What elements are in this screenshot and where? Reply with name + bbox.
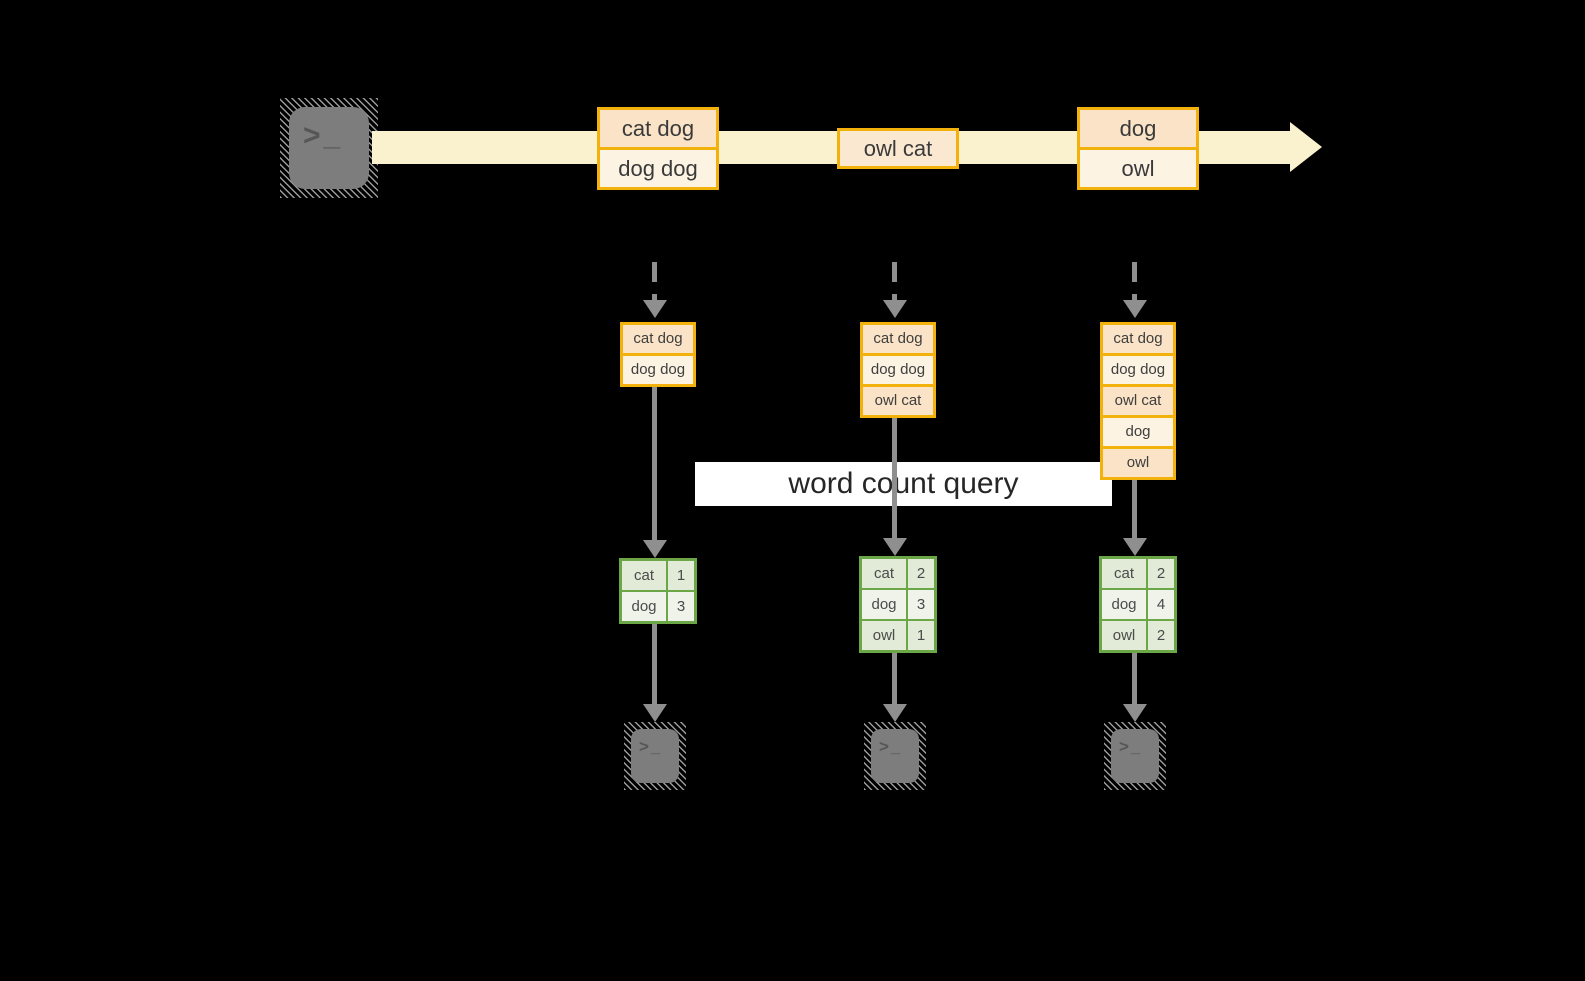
down-arrowhead-icon (1123, 704, 1147, 722)
count-cell: 2 (1148, 559, 1174, 588)
down-arrowhead-icon (643, 300, 667, 318)
terminal-prompt-icon: >_ (879, 737, 903, 756)
arrow-line (892, 653, 897, 704)
down-arrowhead-icon (883, 300, 907, 318)
word-cell: cat (862, 559, 906, 588)
word-cell: cat (622, 561, 666, 590)
down-arrowhead-icon (1123, 538, 1147, 556)
down-arrowhead-icon (643, 704, 667, 722)
arrow-line (652, 387, 657, 540)
terminal-prompt-icon: >_ (639, 737, 663, 756)
count-cell: 3 (668, 592, 694, 621)
stream-record-2: owl cat (837, 128, 959, 169)
terminal-prompt-icon: >_ (1119, 737, 1143, 756)
buffer-line: cat dog (623, 325, 693, 353)
record-line: owl cat (840, 131, 956, 166)
output-terminal-icon: >_ (1104, 722, 1166, 790)
buffer-line: owl cat (863, 387, 933, 415)
word-cell: dog (1102, 590, 1146, 619)
count-cell: 4 (1148, 590, 1174, 619)
record-line: dog dog (600, 150, 716, 187)
count-table-3: cat 2 dog 4 owl 2 (1099, 556, 1177, 653)
buffer-line: owl cat (1103, 387, 1173, 415)
buffer-line: dog dog (863, 356, 933, 384)
terminal-screen: >_ (871, 729, 919, 783)
record-line: cat dog (600, 110, 716, 147)
table-row: dog 4 (1102, 590, 1174, 619)
arrow-line (1132, 653, 1137, 704)
terminal-screen: >_ (631, 729, 679, 783)
stream-arrowhead-icon (1290, 122, 1322, 172)
buffer-line: dog dog (1103, 356, 1173, 384)
dashed-arrow-line (892, 262, 897, 300)
buffer-line: dog (1103, 418, 1173, 446)
count-table-1: cat 1 dog 3 (619, 558, 697, 624)
down-arrowhead-icon (883, 704, 907, 722)
table-row: cat 2 (862, 559, 934, 588)
down-arrowhead-icon (643, 540, 667, 558)
terminal-prompt-icon: >_ (303, 119, 344, 152)
terminal-screen: >_ (1111, 729, 1159, 783)
source-terminal-icon: >_ (280, 98, 378, 198)
buffer-line: dog dog (623, 356, 693, 384)
query-label: word count query (695, 462, 1112, 506)
word-cell: dog (862, 590, 906, 619)
record-line: owl (1080, 150, 1196, 187)
table-row: dog 3 (862, 590, 934, 619)
down-arrowhead-icon (883, 538, 907, 556)
output-terminal-icon: >_ (624, 722, 686, 790)
output-terminal-icon: >_ (864, 722, 926, 790)
word-cell: owl (1102, 621, 1146, 650)
table-row: dog 3 (622, 592, 694, 621)
count-table-2: cat 2 dog 3 owl 1 (859, 556, 937, 653)
table-row: owl 2 (1102, 621, 1174, 650)
table-row: owl 1 (862, 621, 934, 650)
word-cell: cat (1102, 559, 1146, 588)
dashed-arrow-line (652, 262, 657, 300)
record-buffer-3: cat dog dog dog owl cat dog owl (1100, 322, 1176, 480)
arrow-line (1132, 480, 1137, 538)
buffer-line: cat dog (1103, 325, 1173, 353)
record-buffer-2: cat dog dog dog owl cat (860, 322, 936, 418)
count-cell: 3 (908, 590, 934, 619)
buffer-line: owl (1103, 449, 1173, 477)
stream-record-3: dog owl (1077, 107, 1199, 190)
arrow-line (892, 418, 897, 538)
down-arrowhead-icon (1123, 300, 1147, 318)
stream-record-1: cat dog dog dog (597, 107, 719, 190)
buffer-line: cat dog (863, 325, 933, 353)
dashed-arrow-line (1132, 262, 1137, 300)
word-cell: dog (622, 592, 666, 621)
record-buffer-1: cat dog dog dog (620, 322, 696, 387)
record-line: dog (1080, 110, 1196, 147)
count-cell: 2 (908, 559, 934, 588)
table-row: cat 1 (622, 561, 694, 590)
count-cell: 1 (668, 561, 694, 590)
table-row: cat 2 (1102, 559, 1174, 588)
arrow-line (652, 624, 657, 704)
word-cell: owl (862, 621, 906, 650)
count-cell: 2 (1148, 621, 1174, 650)
terminal-screen: >_ (289, 107, 369, 189)
count-cell: 1 (908, 621, 934, 650)
